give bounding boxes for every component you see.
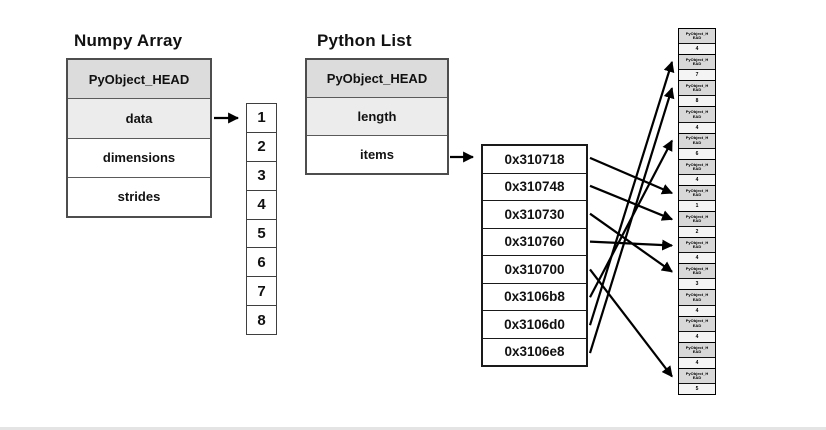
heap-block-value: 4 — [679, 331, 715, 342]
heap-block-header: PyObject_HEAD — [679, 342, 715, 358]
heap-block-value: 7 — [679, 70, 715, 81]
buffer-cell: 6 — [247, 248, 276, 278]
heap-block-value: 4 — [679, 174, 715, 185]
heap-block-header: PyObject_HEAD — [679, 290, 715, 306]
python-struct-box: PyObject_HEAD length items — [305, 58, 449, 175]
heap-block-header: PyObject_HEAD — [679, 29, 715, 45]
python-items-row: items — [307, 136, 447, 173]
numpy-pyobject-head-row: PyObject_HEAD — [68, 60, 210, 100]
heap-block-value: 8 — [679, 96, 715, 107]
heap-block-header: PyObject_HEAD — [679, 185, 715, 202]
heap-block-header: PyObject_HEAD — [679, 81, 715, 97]
python-length-row: length — [307, 98, 447, 136]
heap-block-header: PyObject_HEAD — [679, 238, 715, 254]
pointer-arrow — [589, 156, 674, 195]
buffer-cell: 4 — [247, 191, 276, 220]
heap-block-value: 3 — [679, 279, 715, 290]
pointer-arrow — [589, 239, 674, 251]
pointer-arrows-group — [588, 60, 675, 378]
pointer-arrow — [589, 184, 674, 221]
buffer-cell: 5 — [247, 220, 276, 249]
heap-block-header: PyObject_HEAD — [679, 55, 715, 71]
pointer-arrow — [589, 212, 673, 273]
heap-block-header: PyObject_HEAD — [679, 107, 715, 123]
pointer-address-list: 0x310718 0x310748 0x310730 0x310760 0x31… — [481, 144, 588, 367]
heap-block-header: PyObject_HEAD — [679, 368, 715, 385]
buffer-cell: 1 — [247, 104, 276, 133]
heap-block-value: 4 — [679, 253, 715, 264]
pointer-row: 0x3106e8 — [483, 338, 586, 365]
numpy-struct-box: PyObject_HEAD data dimensions strides — [66, 58, 212, 218]
pointer-arrow — [589, 268, 673, 378]
heap-block-header: PyObject_HEAD — [679, 159, 715, 175]
numpy-data-buffer: 1 2 3 4 5 6 7 8 — [246, 103, 277, 335]
numpy-strides-row: strides — [68, 177, 210, 216]
heap-block-value: 4 — [679, 305, 715, 316]
pointer-arrow — [588, 60, 675, 326]
heap-block-header: PyObject_HEAD — [679, 211, 715, 228]
heap-block-value: 4 — [679, 44, 715, 55]
pointer-arrow — [589, 139, 673, 298]
pointer-row: 0x310760 — [483, 228, 586, 256]
pointer-row: 0x310748 — [483, 173, 586, 201]
buffer-cell: 2 — [247, 133, 276, 162]
pointer-row: 0x3106b8 — [483, 283, 586, 311]
pointer-row: 0x310718 — [483, 146, 586, 174]
heap-block-value: 4 — [679, 357, 715, 368]
buffer-cell: 7 — [247, 277, 276, 307]
heap-block-header: PyObject_HEAD — [679, 264, 715, 280]
heap-block-value: 6 — [679, 148, 715, 159]
heap-block-header: PyObject_HEAD — [679, 133, 715, 149]
numpy-data-row: data — [68, 99, 210, 139]
pointer-row: 0x310700 — [483, 256, 586, 284]
numpy-dimensions-row: dimensions — [68, 138, 210, 178]
pointer-arrow — [588, 87, 675, 354]
heap-block-value: 5 — [679, 384, 715, 394]
pointer-row: 0x310730 — [483, 201, 586, 229]
numpy-array-title: Numpy Array — [74, 31, 183, 50]
heap-block-value: 1 — [679, 201, 715, 211]
buffer-cell: 3 — [247, 162, 276, 191]
heap-block-value: 4 — [679, 122, 715, 133]
buffer-cell: 8 — [257, 311, 266, 329]
python-list-title: Python List — [317, 31, 412, 50]
heap-block-header: PyObject_HEAD — [679, 316, 715, 332]
python-pyobject-head-row: PyObject_HEAD — [307, 60, 447, 98]
bottom-edge-strip — [0, 427, 826, 430]
pointer-row: 0x3106d0 — [483, 311, 586, 339]
heap-block-value: 2 — [679, 227, 715, 238]
